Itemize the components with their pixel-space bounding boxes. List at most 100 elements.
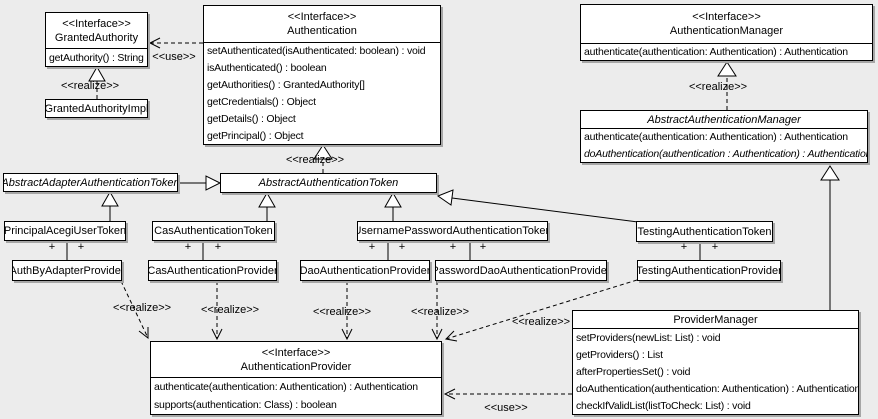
class-title-compartment: AbstractAdapterAuthenticationToken — [4, 174, 177, 191]
class-title-compartment: AbstractAuthenticationManager — [581, 111, 867, 129]
class-name: CasAuthenticationProvider — [148, 264, 277, 277]
class-box-abstract-authentication-manager: AbstractAuthenticationManager authenticat… — [580, 110, 868, 163]
hollow-triangle-arrowhead-icon — [436, 189, 454, 206]
multiplicity-label: + — [711, 241, 719, 253]
open-arrowhead-icon — [211, 328, 223, 341]
class-title-compartment: TestingAuthenticationProvider — [638, 261, 780, 280]
open-arrowhead-icon — [443, 388, 456, 400]
class-title-compartment: DaoAuthenticationProvider — [301, 261, 429, 280]
multiplicity-label: + — [368, 241, 376, 253]
hollow-triangle-arrowhead-icon — [820, 165, 840, 181]
class-box-testing-authentication-provider: TestingAuthenticationProvider — [637, 260, 781, 281]
class-title-compartment: TestingAuthenticationToken — [637, 222, 772, 241]
hollow-triangle-arrowhead-icon — [258, 191, 276, 208]
multiplicity-label: + — [398, 241, 406, 253]
edge-stereotype-label-realize-dependency: <<realize>> — [112, 302, 172, 314]
member-text: checkIfValidList(listToCheck: List) : vo… — [576, 399, 751, 412]
class-name: TestingAuthenticationToken — [637, 225, 772, 238]
class-title-compartment: PrincipalAcegiUserToken — [5, 222, 125, 240]
edge-stereotype-label-realize-dependency: <<realize>> — [511, 316, 571, 328]
class-title-compartment: <<Interface>>AuthenticationProvider — [151, 342, 441, 378]
class-name: AuthenticationManager — [669, 25, 784, 37]
open-arrowhead-icon — [138, 327, 149, 340]
open-arrowhead-icon — [148, 37, 161, 49]
class-members-compartment: authenticate(authentication: Authenticat… — [581, 129, 867, 162]
member-text: getAuthorities() : GrantedAuthority[] — [207, 79, 365, 92]
class-box-authentication-manager: <<Interface>> AuthenticationManager authen… — [580, 4, 873, 61]
hollow-triangle-arrowhead-icon — [88, 65, 106, 82]
hollow-triangle-arrowhead-icon — [101, 190, 119, 207]
edge-line-generalization — [451, 197, 639, 223]
class-name: AbstractAuthenticationManager — [647, 113, 801, 126]
multiplicity-label: + — [680, 241, 688, 253]
class-box-authentication: <<Interface>> Authentication setAuthentica… — [203, 5, 441, 145]
member-text: getDetails() : Object — [207, 112, 296, 125]
class-box-granted-authority: <<Interface>>GrantedAuthority getAuthorit… — [45, 12, 148, 67]
hollow-triangle-arrowhead-icon — [205, 175, 222, 191]
member-text: doAuthentication(authentication : Authen… — [584, 147, 867, 160]
class-name: DaoAuthenticationProvider — [300, 264, 430, 277]
class-name: CasAuthenticationToken — [154, 225, 273, 237]
multiplicity-label: + — [48, 241, 56, 253]
class-box-password-dao-authentication-provider: PasswordDaoAuthenticationProvider — [435, 260, 607, 281]
edge-stereotype-label-realize: <<realize>> — [688, 81, 748, 93]
class-name: Authentication — [287, 25, 357, 37]
multiplicity-label: + — [449, 241, 457, 253]
class-title-compartment: AuthByAdapterProvider — [13, 261, 121, 280]
class-members-compartment: authenticate(authentication: Authenticat… — [581, 44, 872, 60]
class-title-compartment: AbstractAuthenticationToken — [221, 174, 436, 192]
multiplicity-label: + — [214, 241, 222, 253]
multiplicity-label: + — [479, 241, 487, 253]
class-box-cas-authentication-token: CasAuthenticationToken — [152, 221, 275, 241]
class-stereotype: <<Interface>> — [261, 346, 331, 359]
member-text: authenticate(authentication: Authenticat… — [584, 46, 848, 58]
edge-stereotype-label-realize-dependency: <<realize>> — [312, 306, 372, 318]
class-name: PasswordDaoAuthenticationProvider — [435, 264, 607, 277]
hollow-triangle-arrowhead-icon — [384, 191, 402, 208]
class-title-compartment: UsernamePasswordAuthenticationToken — [358, 222, 547, 240]
class-title-compartment: PasswordDaoAuthenticationProvider — [436, 261, 606, 280]
edge-line-realize-dependency — [120, 280, 149, 339]
class-title-compartment: GrantedAuthorityImpl — [46, 100, 147, 117]
class-box-authentication-provider: <<Interface>>AuthenticationProvider authe… — [150, 341, 442, 415]
class-name: PrincipalAcegiUserToken — [4, 225, 126, 237]
class-box-cas-authentication-provider: CasAuthenticationProvider — [148, 260, 277, 281]
class-stereotype: <<Interface>> — [62, 17, 131, 30]
hollow-triangle-arrowhead-icon — [313, 144, 333, 160]
class-name: AuthByAdapterProvider — [12, 264, 122, 277]
class-box-provider-manager: ProviderManager setProviders(newList: Lis… — [572, 310, 859, 415]
class-title-compartment: <<Interface>>GrantedAuthority — [46, 13, 147, 49]
edge-stereotype-label-use: <<use>> — [152, 51, 196, 63]
class-stereotype: <<Interface>> — [287, 11, 357, 23]
class-name: TestingAuthenticationProvider — [637, 264, 781, 277]
class-title-compartment: CasAuthenticationProvider — [149, 261, 276, 280]
member-text: doAuthentication(authentication: Authent… — [576, 382, 858, 395]
class-box-username-password-authentication-token: UsernamePasswordAuthenticationToken — [357, 221, 548, 241]
class-box-dao-authentication-provider: DaoAuthenticationProvider — [300, 260, 430, 281]
class-name: GrantedAuthorityImpl — [45, 102, 148, 115]
member-text: getPrincipal() : Object — [207, 129, 304, 142]
edge-stereotype-label-realize: <<realize>> — [285, 154, 345, 166]
multiplicity-label: + — [77, 241, 85, 253]
class-stereotype: <<Interface>> — [692, 11, 761, 23]
open-arrowhead-icon — [444, 330, 458, 342]
member-text: authenticate(authentication: Authenticat… — [154, 381, 418, 393]
class-name: ProviderManager — [673, 313, 758, 326]
class-name: AuthenticationProvider — [240, 360, 352, 373]
edge-stereotype-label-use: <<use>> — [484, 402, 528, 414]
class-box-principal-acegi-user-token: PrincipalAcegiUserToken — [4, 221, 126, 241]
class-name: GrantedAuthority — [54, 31, 139, 44]
class-box-abstract-adapter-authentication-token: AbstractAdapterAuthenticationToken — [3, 173, 178, 192]
edge-line-realize-dependency — [445, 279, 638, 340]
member-text: setAuthenticated(isAuthenticated: boolea… — [207, 45, 426, 58]
member-text: authenticate(authentication: Authenticat… — [584, 131, 848, 144]
member-text: getAuthority() : String — [49, 51, 144, 64]
class-members-compartment: getAuthority() : String — [46, 49, 147, 66]
class-members-compartment: authenticate(authentication: Authenticat… — [151, 378, 441, 414]
class-title-compartment: <<Interface>> Authentication — [204, 6, 440, 43]
class-title-compartment: CasAuthenticationToken — [153, 222, 274, 240]
class-name: AbstractAuthenticationToken — [258, 177, 399, 189]
